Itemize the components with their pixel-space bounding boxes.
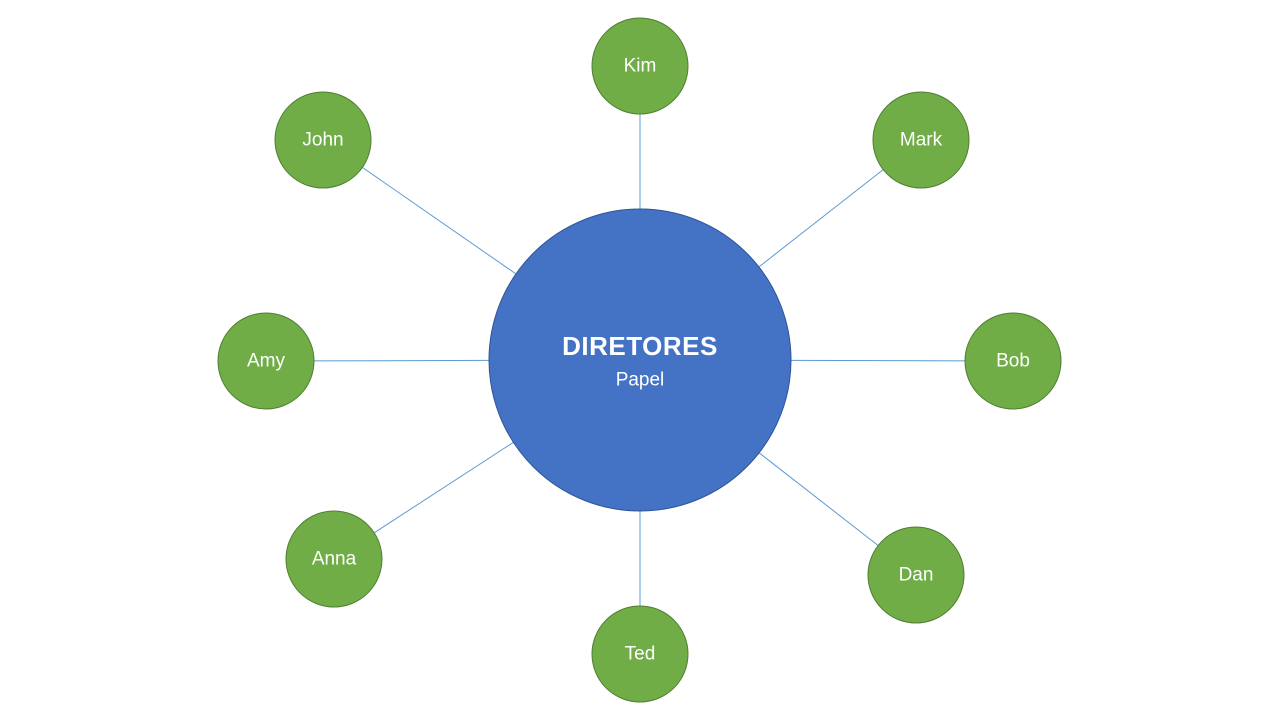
node-circle-kim: [591, 17, 689, 115]
node-ted: Ted: [591, 605, 689, 703]
node-kim: Kim: [591, 17, 689, 115]
node-circle-ted: [591, 605, 689, 703]
center-subtitle: Papel: [616, 370, 665, 391]
node-john: John: [274, 91, 372, 189]
node-label-ted: Ted: [625, 644, 656, 665]
node-circle-amy: [217, 312, 315, 410]
node-circle-john: [274, 91, 372, 189]
center-title: DIRETORES: [562, 331, 718, 361]
node-dan: Dan: [867, 526, 965, 624]
node-anna: Anna: [285, 510, 383, 608]
node-label-amy: Amy: [247, 351, 286, 372]
node-label-john: John: [302, 130, 343, 151]
connector-bob: [790, 359, 966, 362]
node-circle-dan: [867, 526, 965, 624]
connectors: [313, 114, 966, 606]
connector-mark: [758, 169, 884, 268]
node-label-anna: Anna: [312, 549, 357, 570]
node-circle-mark: [872, 91, 970, 189]
node-label-dan: Dan: [899, 565, 934, 586]
node-label-kim: Kim: [624, 56, 657, 77]
connector-dan: [758, 452, 879, 546]
center-circle: [488, 208, 792, 512]
node-label-bob: Bob: [996, 351, 1030, 372]
node-amy: Amy: [217, 312, 315, 410]
connector-amy: [313, 359, 490, 362]
center-node: DIRETORES Papel: [488, 208, 792, 512]
node-bob: Bob: [964, 312, 1062, 410]
connector-anna: [373, 441, 514, 534]
node-circle-bob: [964, 312, 1062, 410]
node-circle-anna: [285, 510, 383, 608]
node-label-mark: Mark: [900, 130, 943, 151]
connector-john: [362, 166, 517, 275]
node-mark: Mark: [872, 91, 970, 189]
